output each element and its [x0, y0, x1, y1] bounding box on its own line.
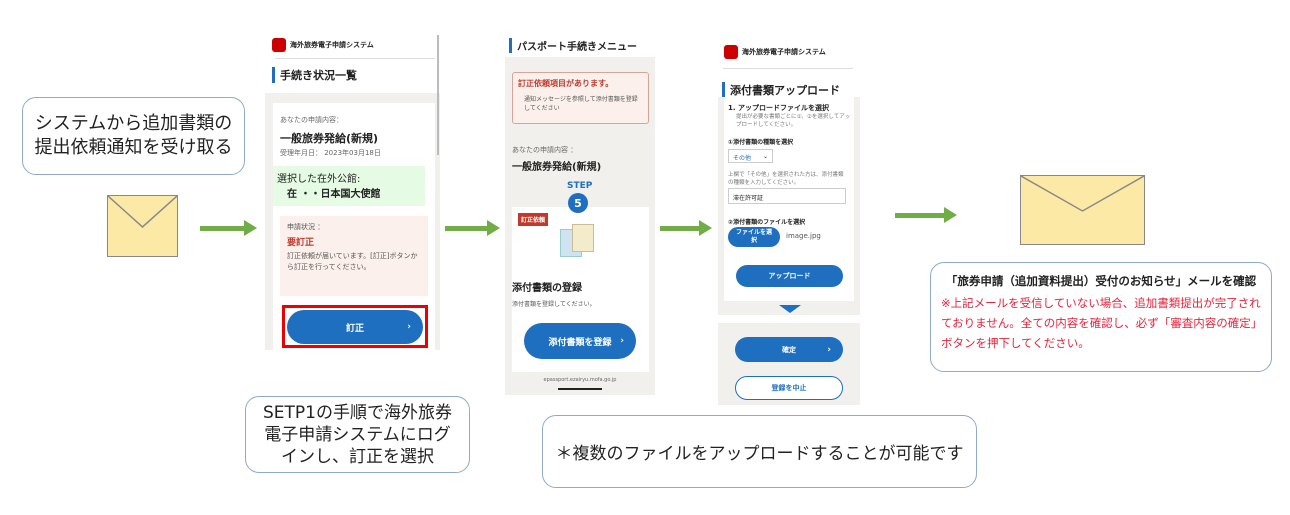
flow-arrow — [660, 220, 712, 236]
phone-attachment-upload: 海外旅券電子申請システム 添付書類アップロード 1. アップロードファイルを選択… — [718, 40, 860, 405]
chevron-down-icon: ⌄ — [762, 153, 768, 160]
upload-button[interactable]: アップロード — [736, 265, 843, 287]
note-callout: ＊複数のファイルをアップロードすることが可能です — [542, 415, 977, 488]
envelope-icon — [1020, 175, 1145, 245]
document-type-select[interactable]: その他⌄ — [728, 149, 773, 163]
step-number: 5 — [568, 193, 588, 213]
correction-button[interactable]: 訂正› — [287, 310, 423, 344]
page-title: 手続き状況一覧 — [272, 67, 357, 83]
page-title: パスポート手続きメニュー — [509, 38, 637, 53]
down-arrow-icon — [779, 305, 801, 313]
confirm-button[interactable]: 確定› — [735, 337, 843, 362]
flow-arrow — [445, 220, 500, 236]
choose-file-button[interactable]: ファイルを選択 — [728, 227, 780, 247]
chevron-right-icon: › — [407, 322, 411, 332]
document-type-input[interactable]: 滞在許可証 — [728, 188, 846, 204]
step2-callout: SETP1の手順で海外旅券電子申請システムにログインし、訂正を選択 — [245, 396, 470, 473]
system-logo: 海外旅券電子申請システム — [724, 45, 826, 59]
chevron-right-icon: › — [620, 336, 624, 346]
chevron-right-icon: › — [827, 344, 831, 355]
register-attachments-button[interactable]: 添付書類を登録› — [524, 323, 636, 359]
system-logo: 海外旅券電子申請システム — [272, 38, 374, 52]
flow-arrow — [895, 207, 957, 223]
document-icon — [572, 224, 594, 252]
correction-badge: 訂正依頼 — [518, 213, 549, 226]
page-title: 添付書類アップロード — [722, 82, 840, 98]
scrollbar[interactable] — [437, 35, 439, 155]
envelope-icon — [107, 195, 178, 257]
cancel-registration-button[interactable]: 登録を中止 — [735, 376, 843, 400]
confirm-email-callout: 「旅券申請（追加資料提出）受付のお知らせ」メールを確認 ※上記メールを受信してい… — [930, 262, 1272, 372]
status-badge: 要訂正 — [287, 238, 315, 248]
flow-arrow — [200, 220, 257, 236]
step1-callout: システムから追加書類の提出依頼通知を受け取る — [22, 97, 245, 175]
phone-status-list: 海外旅券電子申請システム 手続き状況一覧 あなたの申請内容： 一般旅券発給(新規… — [265, 35, 440, 350]
phone-passport-menu: パスポート手続きメニュー 訂正依頼項目があります。 通知メッセージを参照して添付… — [505, 35, 655, 395]
